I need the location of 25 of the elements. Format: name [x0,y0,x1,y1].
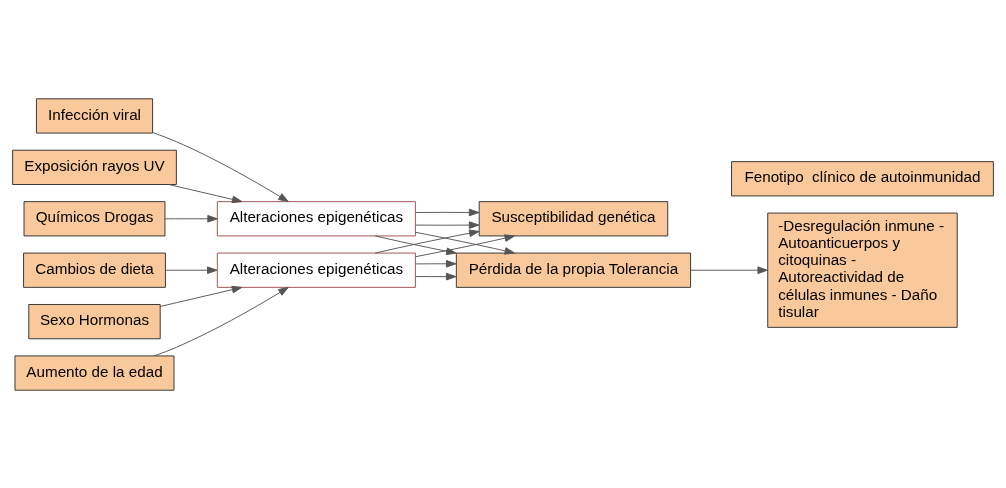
node-box: Susceptibilidad genética [478,200,669,236]
node-box: Exposición rayos UV [12,149,177,185]
node-box: Aumento de la edad [14,354,175,391]
arrow [159,285,243,307]
arrow [415,208,480,216]
node-box: Fenotipo clínico de autoinmunidad [731,160,994,196]
node-box: Infección viral [35,97,154,134]
arrow [168,183,243,203]
arrow [415,272,457,280]
arrow [374,228,480,254]
node-box: Sexo Hormonas [28,303,161,339]
arrow [374,234,457,255]
arrow [415,259,457,268]
node-box: -Desregulación inmune - Autoanticuerpos y citoquinas - Autoreactividad de células inmunes - Daño tisular [767,212,958,328]
arrow [152,131,289,202]
node-box: Alteraciones epigenéticas [216,252,416,288]
node-box: Pérdida de la propia Tolerancia [455,252,692,288]
arrow [164,214,218,223]
arrow [153,286,289,356]
arrow [690,265,768,274]
arrow [165,265,218,274]
node-box: Alteraciones epigenéticas [216,200,416,236]
node-box: Cambios de dieta [23,252,166,288]
node-box: Químicos Drogas [23,200,166,236]
arrow [415,220,480,229]
